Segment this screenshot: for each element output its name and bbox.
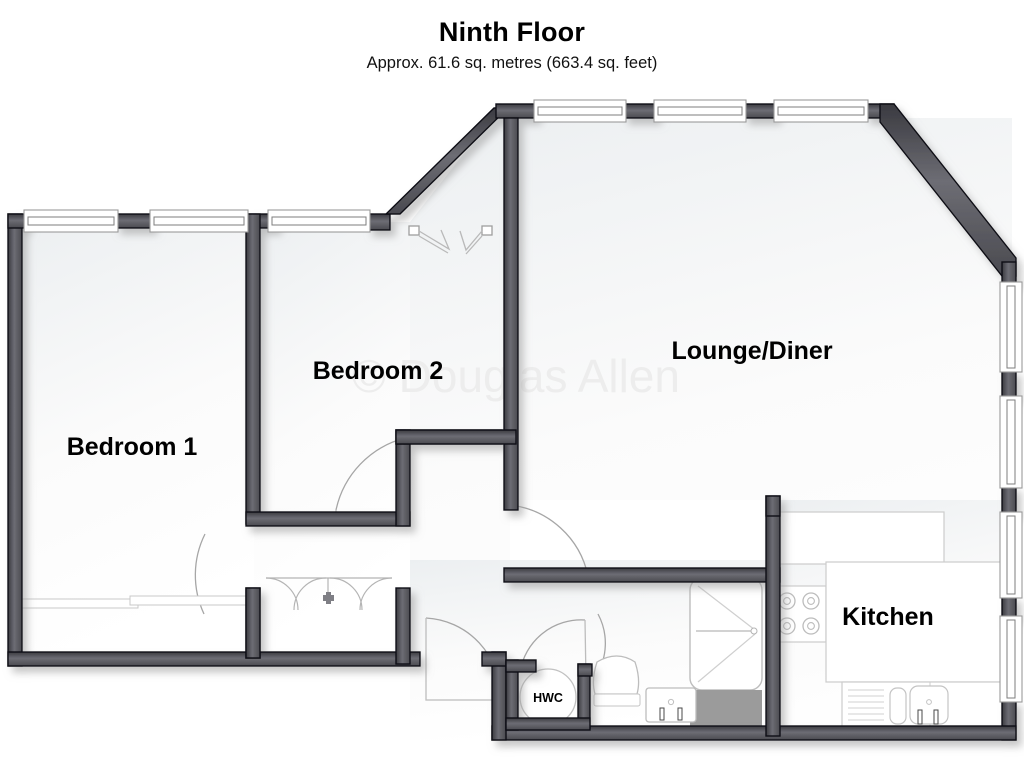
window-right-1	[999, 281, 1023, 373]
wall-top-bed-seg1	[7, 213, 27, 229]
window-right-3	[999, 511, 1023, 599]
wall-bathroom-kitchen-divider	[765, 495, 781, 737]
window-lounge-top-3	[773, 99, 869, 123]
door-arc-bedroom2	[335, 437, 406, 511]
wall-top-lounge-seg3	[743, 103, 777, 119]
windows	[23, 99, 1023, 703]
bifold-hinge-left	[408, 225, 420, 236]
hob-burner-1-inner	[783, 597, 791, 605]
bathroom-fixtures	[519, 577, 763, 732]
hob-burner-4-inner	[807, 622, 815, 630]
sink-tap-left	[917, 709, 923, 725]
cupboard-handle-stem	[326, 592, 331, 604]
hob-burner-4	[802, 617, 820, 635]
door-arc-bedroom1	[194, 533, 206, 615]
bifold-leaf-right	[459, 230, 483, 252]
hob-burner-2-inner	[807, 597, 815, 605]
window-right-4	[999, 615, 1023, 703]
bedroom1-floor	[14, 222, 254, 658]
wc-fixture	[592, 655, 640, 695]
window-lounge-top-2	[653, 99, 747, 123]
wall-exterior-left	[7, 213, 23, 667]
window-bed-2	[149, 209, 249, 233]
walls	[7, 103, 1017, 741]
basin-tap-left	[659, 707, 665, 721]
wall-right-seg1	[1001, 261, 1017, 285]
bath-diagonal-1	[697, 585, 756, 631]
wall-top-bed-seg4	[367, 213, 391, 231]
cupboard-doors	[265, 577, 393, 611]
wall-cupboard-left	[245, 587, 261, 659]
wall-cupboard-right	[395, 587, 411, 665]
window-right-2	[999, 395, 1023, 489]
wall-top-lounge-seg2	[623, 103, 657, 119]
wall-hall-left-nub	[481, 651, 507, 667]
kitchen-counter-top	[771, 511, 945, 565]
basin-tap-right	[677, 707, 683, 721]
sink-drainer	[848, 689, 884, 721]
wall-hwc-top-right	[577, 663, 593, 677]
wall-hall-head-stub	[395, 429, 517, 445]
room-label-hwc: HWC	[533, 691, 563, 705]
wall-hwc-bottom	[505, 717, 591, 731]
door-arc-lounge	[509, 504, 589, 577]
wc-cistern	[593, 693, 641, 707]
hob-burner-3-inner	[783, 622, 791, 630]
wardrobe-run-right	[129, 595, 251, 606]
bath-floor-shade	[690, 690, 762, 732]
bifold-hinge-right	[481, 225, 493, 236]
wall-right-seg2	[1001, 369, 1017, 399]
bifold-leaf-left-b	[418, 235, 449, 254]
wall-bedroom2-bottom-stub	[245, 511, 411, 527]
door-leaf-entry	[425, 618, 500, 701]
window-lounge-top-1	[533, 99, 627, 123]
room-label-kitchen: Kitchen	[842, 603, 934, 631]
bedroom2-floor	[254, 222, 410, 634]
wall-right-seg3	[1001, 485, 1017, 515]
sink-bowl-large	[909, 685, 949, 725]
kitchen-counter-main	[825, 561, 1013, 683]
sink-bowl-small	[889, 687, 907, 725]
bath-drain	[750, 627, 758, 635]
room-label-bedroom2: Bedroom 2	[313, 357, 444, 385]
wardrobe-run-left	[17, 598, 139, 609]
bifold-doors	[408, 225, 493, 255]
window-bed-3	[267, 209, 371, 233]
basin-drain	[667, 698, 675, 706]
sink-tap-right	[933, 709, 939, 725]
wall-partition-bedrooms	[245, 213, 261, 525]
wall-kitchen-top-stub	[765, 495, 781, 517]
wall-right-seg4	[1001, 595, 1017, 619]
room-labels: Bedroom 1 Bedroom 2 Lounge/Diner Kitchen…	[67, 337, 934, 705]
sink-drain-hole	[926, 699, 932, 705]
kitchen-fixtures	[771, 511, 1015, 731]
bifold-leaf-left	[418, 229, 451, 251]
window-bed-1	[23, 209, 119, 233]
wall-top-lounge-seg1	[495, 103, 537, 119]
wall-lounge-hall-divider	[503, 117, 519, 511]
bifold-leaf-right-b	[465, 235, 483, 255]
wall-top-bed-seg2	[115, 213, 153, 229]
room-label-bedroom1: Bedroom 1	[67, 433, 198, 461]
bath-fixture	[689, 577, 763, 691]
wall-bathroom-top	[503, 567, 781, 583]
wall-bottom-bedrooms	[7, 651, 421, 667]
hob-burner-2	[802, 592, 820, 610]
bath-diagonal-2	[697, 633, 756, 683]
wall-hwc-top	[505, 659, 537, 673]
room-label-lounge-diner: Lounge/Diner	[671, 337, 832, 365]
